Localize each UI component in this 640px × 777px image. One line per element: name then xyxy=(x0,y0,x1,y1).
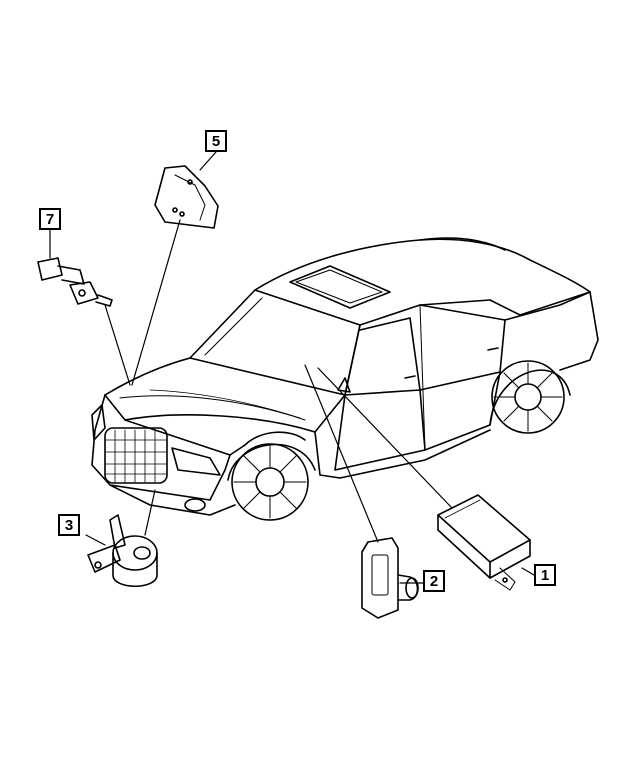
car-illustration xyxy=(91,237,599,521)
callout-2: 2 xyxy=(423,570,445,592)
module-part-illustration xyxy=(437,494,531,591)
sensor-part-illustration xyxy=(361,537,419,619)
bracket-part-illustration xyxy=(154,165,219,229)
leader-lines xyxy=(49,151,535,584)
callout-3: 3 xyxy=(58,514,80,536)
callout-1: 1 xyxy=(534,564,556,586)
callout-7: 7 xyxy=(39,208,61,230)
callout-5: 5 xyxy=(205,130,227,152)
switch-part-illustration xyxy=(37,257,113,307)
siren-part-illustration xyxy=(87,514,158,587)
